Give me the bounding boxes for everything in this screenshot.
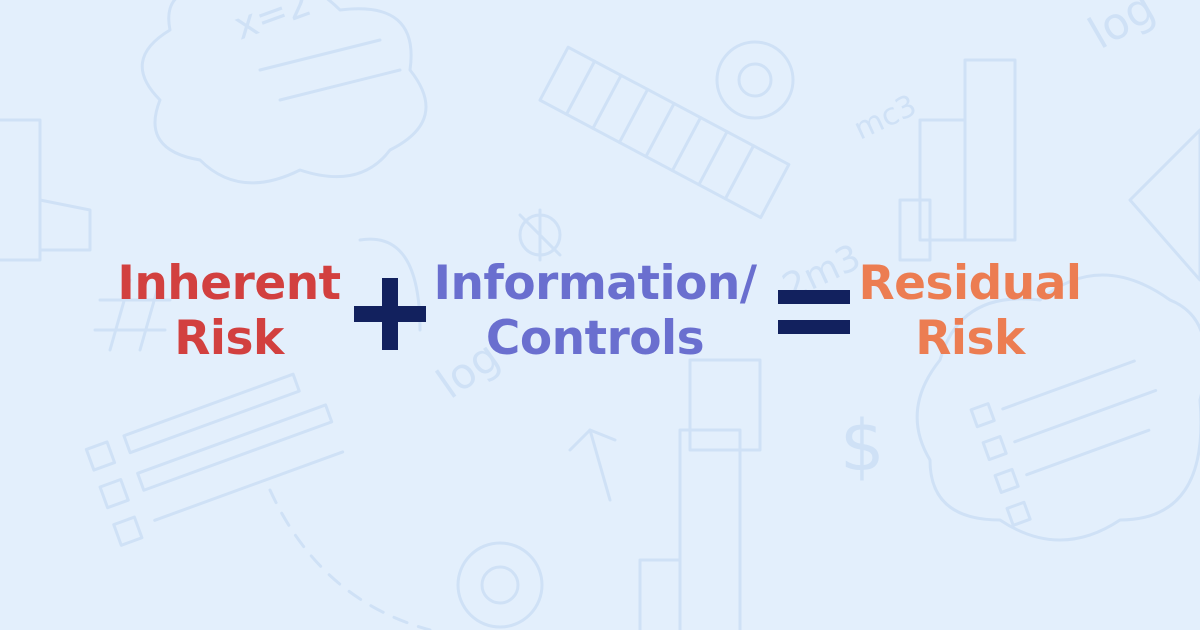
bars-doodle-2 bbox=[638, 358, 762, 630]
checklist-doodle bbox=[84, 372, 345, 547]
checklist-doodle-2 bbox=[969, 359, 1158, 527]
residual-risk-term: Residual Risk bbox=[855, 256, 1085, 366]
residual-risk-line1: Residual bbox=[858, 256, 1082, 311]
ruler-doodle bbox=[538, 45, 791, 220]
arrow-doodle bbox=[568, 428, 617, 502]
inherent-risk-line2: Risk bbox=[174, 311, 284, 366]
equals-icon bbox=[778, 290, 850, 334]
information-controls-term: Information/ Controls bbox=[430, 256, 760, 366]
gear-doodle bbox=[715, 40, 795, 120]
arc-doodle bbox=[268, 488, 432, 630]
diamond-doodle bbox=[1128, 128, 1200, 282]
hash-doodle bbox=[93, 278, 172, 352]
chart-doodle bbox=[0, 118, 42, 262]
plus-icon bbox=[354, 278, 426, 350]
residual-risk-line2: Risk bbox=[915, 311, 1025, 366]
dollar-doodle: $ bbox=[840, 405, 885, 487]
inherent-risk-term: Inherent Risk bbox=[100, 256, 358, 366]
compass-doodle bbox=[518, 208, 562, 262]
information-controls-line2: Controls bbox=[485, 311, 705, 366]
bars-doodle bbox=[898, 58, 1017, 262]
gear-doodle-2 bbox=[456, 541, 544, 629]
information-controls-line1: Information/ bbox=[433, 256, 757, 311]
inherent-risk-line1: Inherent bbox=[117, 256, 341, 311]
cloud-doodle-2 bbox=[915, 273, 1200, 542]
cloud-doodle bbox=[140, 0, 428, 185]
